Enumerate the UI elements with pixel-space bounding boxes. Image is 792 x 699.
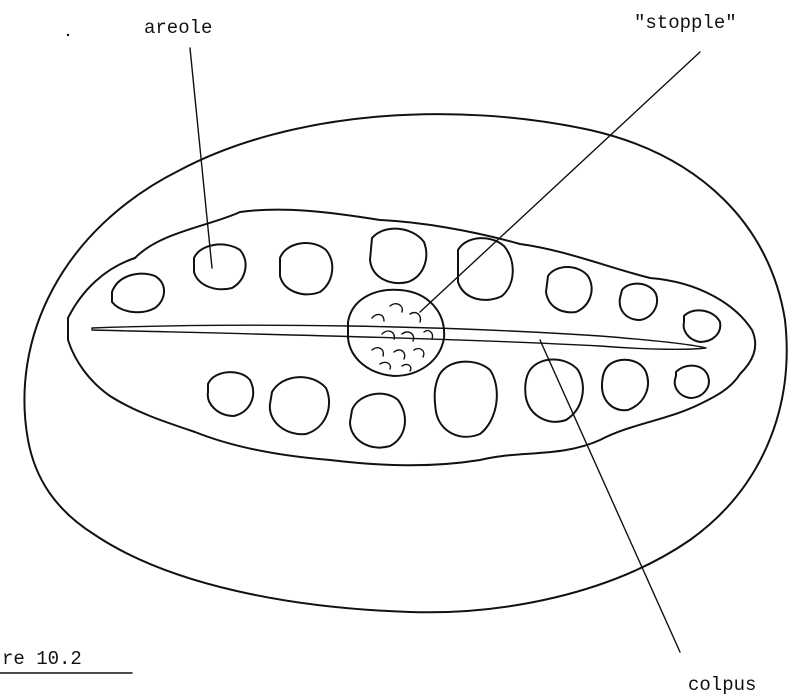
stopple-label: "stopple"	[634, 12, 737, 34]
areole-label: areole	[144, 17, 212, 39]
ink-dot	[67, 34, 69, 36]
svg-text:re 10.2: re 10.2	[2, 648, 82, 670]
colpus-label: colpus	[688, 674, 756, 696]
